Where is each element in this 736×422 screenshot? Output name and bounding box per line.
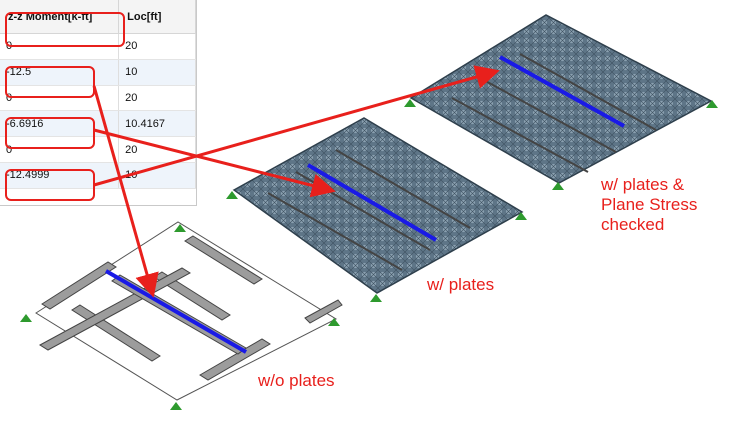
value-highlight-box [5, 169, 95, 201]
arrow-to-w-plates [93, 128, 336, 198]
results-table-panel: z-z Moment[k-ft] Loc[ft] 0 20 -12.5 10 0… [0, 0, 197, 206]
girder-beam [184, 235, 263, 285]
arrow-to-plane-stress [93, 65, 500, 187]
girder-beam [267, 192, 403, 271]
table-row[interactable]: -12.5 10 [0, 59, 196, 86]
support-icon [404, 99, 718, 190]
table-row[interactable]: 0 20 [0, 85, 196, 112]
support-icon [226, 191, 527, 302]
girder-beam [304, 299, 343, 324]
label-wo-plates: w/o plates [257, 371, 335, 390]
girder-beam [519, 53, 657, 131]
frame-outline [35, 221, 338, 401]
loc-cell[interactable]: 20 [118, 33, 196, 60]
girder-beam [335, 149, 471, 229]
header-highlight-box [5, 12, 125, 47]
loc-cell[interactable]: 20 [118, 85, 196, 112]
value-highlight-box [5, 117, 95, 149]
plate-mesh [409, 14, 713, 184]
highlighted-beam[interactable] [104, 269, 248, 354]
highlighted-beam[interactable] [499, 55, 625, 128]
label-w-plates: w/ plates [426, 275, 494, 294]
model-with-plates-plane-stress[interactable] [404, 14, 718, 190]
moment-cell[interactable]: 0 [0, 136, 120, 163]
moment-cell[interactable]: -6.6916 [0, 110, 120, 138]
support-icon [20, 224, 340, 410]
label-plane-stress-line1: w/ plates & [600, 175, 685, 194]
table-row[interactable]: -6.6916 10.4167 [0, 110, 196, 138]
loc-cell[interactable]: 10.4167 [118, 110, 196, 138]
column-header-loc[interactable]: Loc[ft] [118, 0, 196, 34]
moment-cell[interactable]: -12.5 [0, 59, 120, 86]
label-plane-stress-line3: checked [601, 215, 664, 234]
value-highlight-box [5, 66, 95, 98]
girder-beam [479, 77, 617, 153]
loc-cell[interactable]: 10 [118, 59, 196, 86]
girder-beam [451, 97, 589, 173]
girder-beam [41, 261, 117, 310]
label-plane-stress-line2: Plane Stress [601, 195, 697, 214]
arrow-to-wo-plates [92, 85, 159, 298]
